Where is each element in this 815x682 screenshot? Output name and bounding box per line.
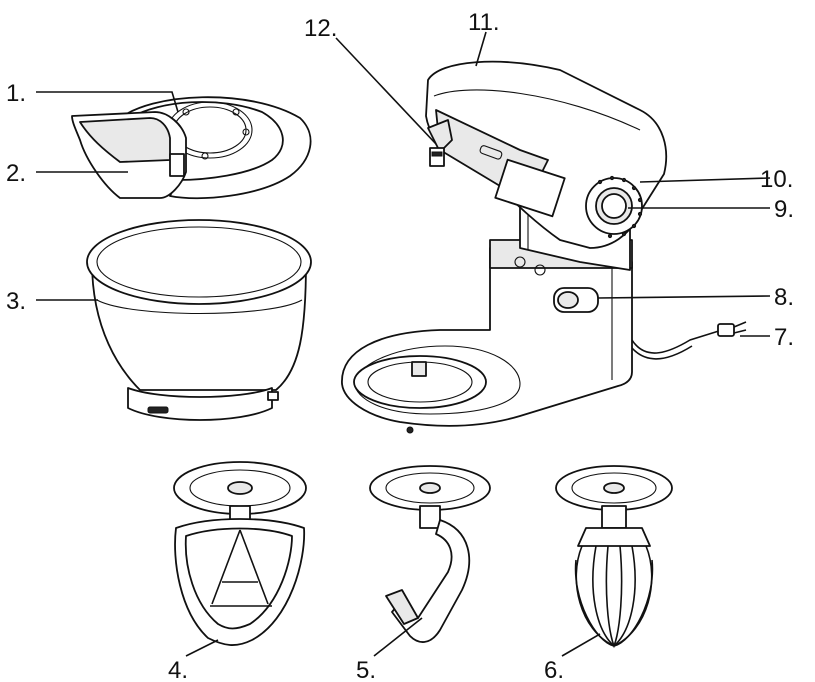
- callout-6: 6.: [544, 657, 564, 682]
- callout-9: 9.: [774, 196, 794, 223]
- callout-labels: 1. 2. 3. 4. 5. 6. 7. 8. 9. 10. 11. 12.: [6, 9, 794, 682]
- callout-2: 2.: [6, 160, 26, 187]
- callout-10: 10.: [760, 166, 793, 193]
- callout-4: 4.: [168, 657, 188, 682]
- leader-11: [475, 31, 487, 67]
- leader-8: [597, 295, 771, 299]
- leader-lines: [36, 31, 771, 657]
- dough-hook: [369, 465, 491, 643]
- attachment-drive-shaft: [427, 119, 453, 167]
- leader-10: [639, 177, 771, 183]
- callout-7: 7.: [774, 324, 794, 351]
- callout-3: 3.: [6, 288, 26, 315]
- balloon-whisk: [555, 465, 673, 649]
- callout-1: 1.: [6, 80, 26, 107]
- callout-11: 11.: [468, 9, 500, 36]
- pouring-chute: [71, 111, 187, 199]
- head-release-lever: [553, 287, 599, 313]
- callout-8: 8.: [774, 284, 794, 311]
- callout-5: 5.: [356, 657, 376, 682]
- power-cord-with-plug: [631, 321, 747, 360]
- leader-12: [335, 37, 437, 145]
- leader-6: [561, 633, 601, 657]
- mixer-base: [341, 239, 633, 434]
- leader-5: [373, 617, 423, 657]
- flat-beater: [173, 461, 307, 646]
- splash-guard-lid: [117, 96, 312, 200]
- speed-dial: [585, 175, 643, 239]
- leader-1: [36, 91, 179, 113]
- mixing-bowl: [86, 219, 312, 421]
- callout-12: 12.: [304, 15, 337, 42]
- leader-4: [185, 639, 219, 657]
